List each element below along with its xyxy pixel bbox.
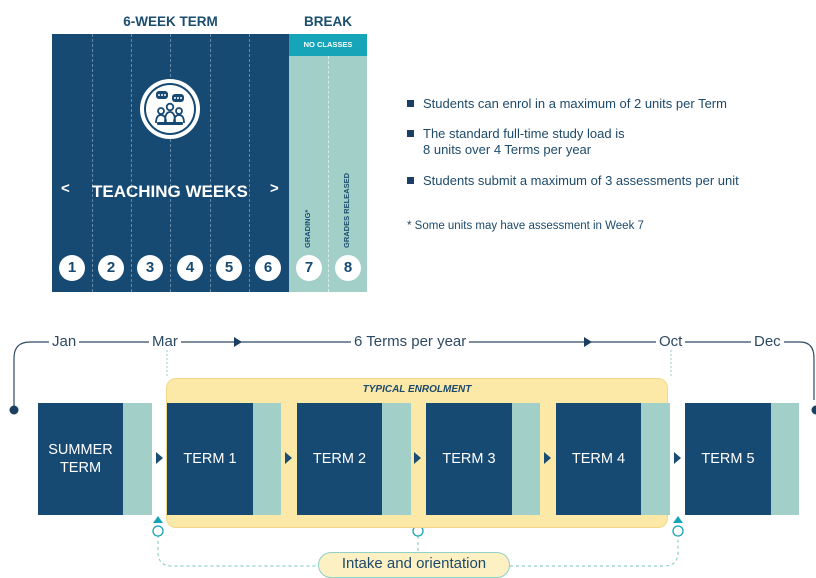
month-label-oct: Oct [656, 333, 685, 350]
chevron-right-icon [544, 452, 551, 464]
term-break-block [123, 403, 152, 515]
term-2-block: TERM 2 [297, 403, 382, 515]
term-4-block: TERM 4 [556, 403, 641, 515]
month-label-dec: Dec [751, 333, 784, 350]
terms-per-year-label: 6 Terms per year [351, 333, 469, 350]
month-label-mar: Mar [149, 333, 181, 350]
term-break-block [771, 403, 799, 515]
term-label: TERM [60, 459, 101, 477]
month-label-jan: Jan [49, 333, 79, 350]
term-label: TERM 3 [442, 450, 495, 468]
term-break-block [512, 403, 540, 515]
chevron-right-icon [414, 452, 421, 464]
term-break-block [641, 403, 670, 515]
chevron-right-icon [285, 452, 292, 464]
term-break-block [382, 403, 411, 515]
term-5-block: TERM 5 [685, 403, 771, 515]
intake-orientation-pill: Intake and orientation [318, 552, 510, 578]
term-label: TERM 5 [701, 450, 754, 468]
typical-enrolment-label: TYPICAL ENROLMENT [166, 384, 668, 395]
chevron-right-icon [156, 452, 163, 464]
summer-term-block: SUMMER TERM [38, 403, 123, 515]
term-1-block: TERM 1 [167, 403, 253, 515]
chevron-right-icon [674, 452, 681, 464]
term-label: SUMMER [48, 441, 112, 459]
term-label: TERM 2 [313, 450, 366, 468]
term-label: TERM 1 [183, 450, 236, 468]
term-break-block [253, 403, 281, 515]
term-3-block: TERM 3 [426, 403, 512, 515]
term-label: TERM 4 [572, 450, 625, 468]
